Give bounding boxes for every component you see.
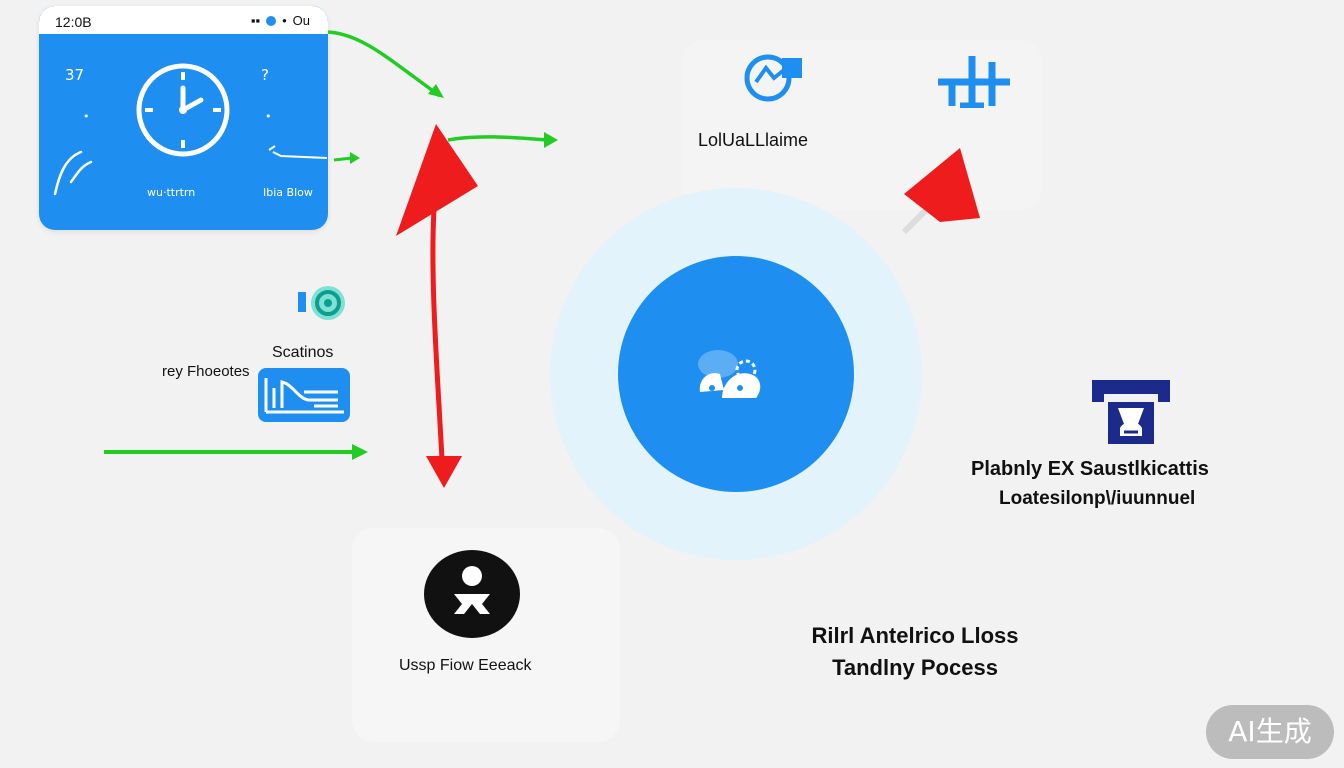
green-arrow-phone-right bbox=[333, 156, 353, 162]
settings-camera-icon bbox=[298, 286, 345, 320]
top-center-label: LolUaLLlaime bbox=[698, 130, 809, 150]
right-block-line2: Loatesilonp\/iuunnuel bbox=[999, 488, 1196, 509]
ai-generated-badge: AI生成 bbox=[1206, 705, 1334, 759]
dot-right: • bbox=[265, 110, 272, 123]
green-arrow-mid bbox=[447, 135, 549, 142]
corner-top-right: ? bbox=[261, 66, 269, 84]
settings-label: Scatinos bbox=[272, 344, 334, 361]
chart-tile[interactable] bbox=[258, 368, 350, 422]
status-time: 12:0B bbox=[55, 14, 92, 30]
person-icon[interactable] bbox=[424, 550, 520, 638]
bottom-mid-label: wu·ttrtrn bbox=[147, 186, 196, 199]
status-icons: ▪▪ • Ou bbox=[251, 13, 310, 28]
pointer-line-icon bbox=[268, 145, 328, 159]
green-arrow-mid-head bbox=[544, 132, 558, 148]
blueprint-icon bbox=[938, 56, 1010, 108]
green-arrow-bottom-head bbox=[352, 444, 368, 460]
bottom-block-line2: Tandlny Pocess bbox=[832, 655, 998, 680]
status-right-text: Ou bbox=[292, 13, 310, 28]
left-side-label: rey Fhoeotes bbox=[162, 363, 250, 380]
battery-icon: • bbox=[282, 13, 287, 28]
top-center-panel bbox=[682, 40, 1042, 210]
chart-icon bbox=[264, 378, 344, 414]
corner-top-left: 37 bbox=[65, 66, 85, 84]
user-flow-label: Ussp Fiow Eeeack bbox=[399, 657, 532, 674]
clock-icon bbox=[136, 63, 230, 157]
dot-left: • bbox=[83, 110, 90, 123]
red-pointer-right bbox=[904, 148, 980, 222]
green-arrow-top-head bbox=[428, 84, 444, 98]
green-arrow-phone-right-head bbox=[350, 152, 360, 164]
bottom-right-label: Ibia Blow bbox=[263, 186, 313, 199]
signal-icon: ▪▪ bbox=[250, 13, 261, 28]
hand-icon bbox=[53, 150, 93, 196]
right-block-line1: Plabnly EX Saustlkicattis bbox=[971, 458, 1209, 480]
phone-status-bar: 12:0B ▪▪ • Ou bbox=[39, 6, 328, 34]
target-icon bbox=[744, 54, 802, 102]
bottom-block-line1: Rilrl Antelrico Lloss bbox=[811, 623, 1019, 648]
red-arrow-shaft bbox=[430, 209, 445, 461]
bottom-block-text: Rilrl Antelrico Lloss Tandlny Pocess bbox=[790, 620, 1040, 684]
green-arrow-top bbox=[327, 30, 442, 98]
red-arrow-head bbox=[426, 456, 462, 488]
red-triangle-top bbox=[396, 124, 478, 236]
phone-screen-card[interactable]: 12:0B ▪▪ • Ou 37 ? • • wu·ttrtrn Ibia Bl… bbox=[39, 6, 328, 230]
wifi-icon bbox=[266, 15, 277, 26]
center-circle bbox=[618, 256, 854, 492]
shield-icon bbox=[1092, 380, 1170, 444]
cloud-gear-icon bbox=[698, 350, 761, 398]
right-block-text: Plabnly EX Saustlkicattis Loatesilonp\/i… bbox=[971, 454, 1209, 514]
